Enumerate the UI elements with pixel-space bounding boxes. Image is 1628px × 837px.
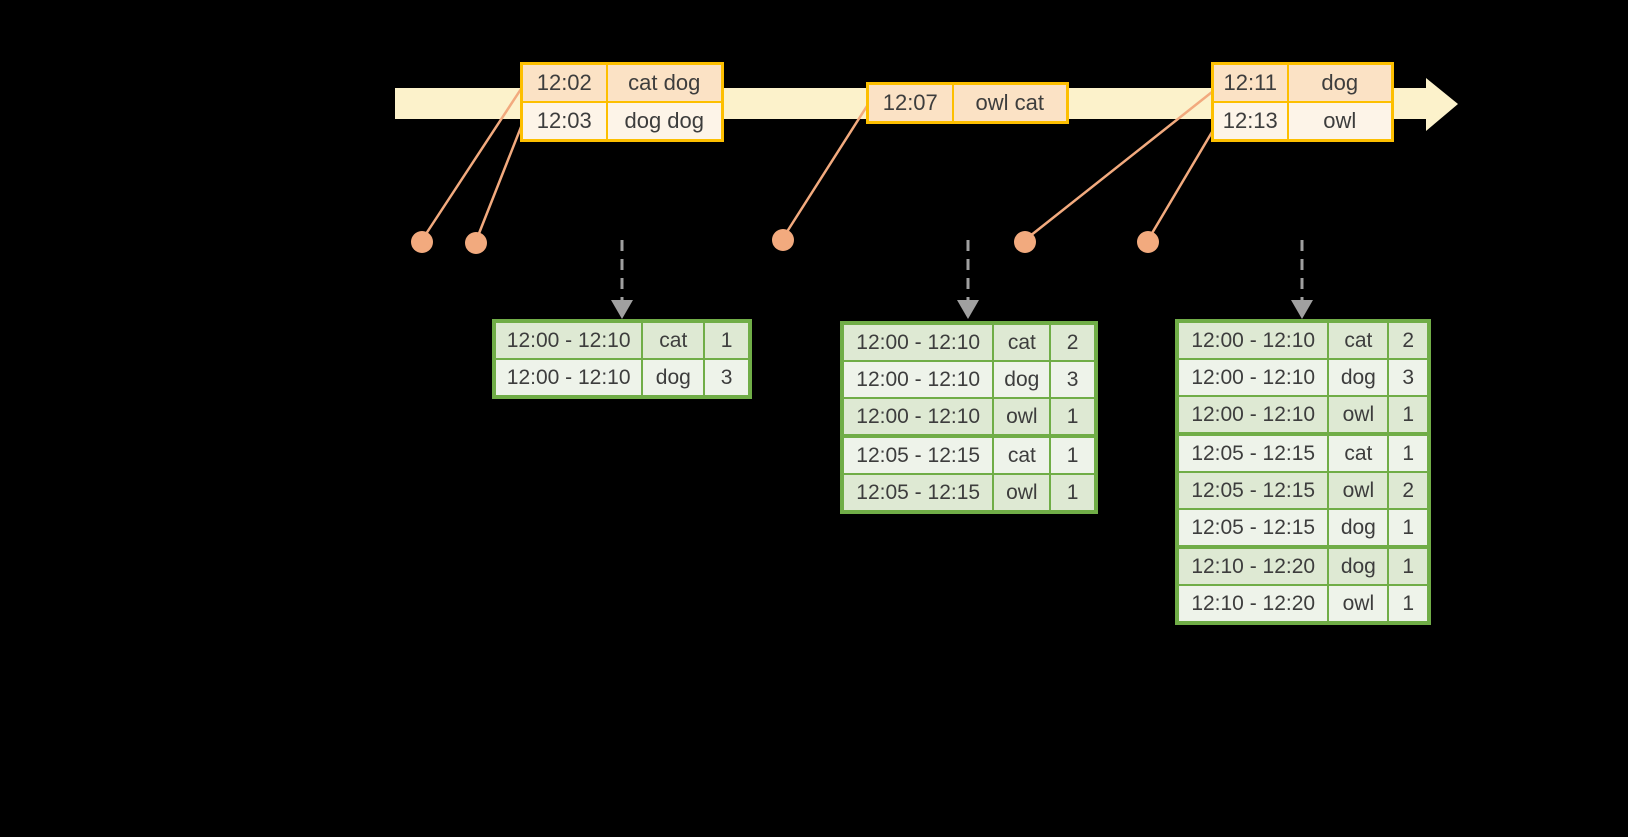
table-cell: cat xyxy=(992,322,1052,362)
table-cell: cat xyxy=(1327,432,1390,473)
table-cell: owl xyxy=(1286,101,1394,142)
event-leader-line xyxy=(420,87,523,242)
trigger-arrowhead-icon xyxy=(611,300,633,319)
event-time-marker-dot xyxy=(411,231,433,253)
table-cell: 3 xyxy=(1387,358,1430,397)
table-cell: 12:05 - 12:15 xyxy=(1175,508,1330,548)
table-cell: 1 xyxy=(1387,432,1430,473)
table-cell: 3 xyxy=(1049,360,1097,399)
event-leader-line xyxy=(1146,125,1217,242)
table-cell: dog xyxy=(1327,508,1390,548)
table-cell: 1 xyxy=(1049,473,1097,513)
table-cell: 1 xyxy=(1387,395,1430,435)
table-cell: cat xyxy=(641,320,706,360)
event-leader-line xyxy=(474,120,525,243)
event-time-marker-dot xyxy=(1014,231,1036,253)
table-cell: 1 xyxy=(703,320,751,360)
table-cell: 12:13 xyxy=(1211,101,1289,142)
table-cell: 12:05 - 12:15 xyxy=(840,473,995,513)
table-cell: 1 xyxy=(1049,434,1097,475)
table-cell: cat dog xyxy=(605,62,724,103)
table-cell: dog xyxy=(992,360,1052,399)
table-cell: 2 xyxy=(1049,322,1097,362)
table-cell: 1 xyxy=(1387,508,1430,548)
table-cell: 12:00 - 12:10 xyxy=(1175,358,1330,397)
table-cell: dog dog xyxy=(605,101,724,142)
event-time-marker-dot xyxy=(1137,231,1159,253)
trigger-arrowhead-icon xyxy=(957,300,979,319)
table-cell: 1 xyxy=(1049,397,1097,437)
table-cell: owl xyxy=(1327,471,1390,510)
table-cell: 12:10 - 12:20 xyxy=(1175,545,1330,586)
event-time-marker-dot xyxy=(465,232,487,254)
table-cell: 12:11 xyxy=(1211,62,1289,103)
table-cell: owl xyxy=(992,397,1052,437)
table-cell: 12:05 - 12:15 xyxy=(1175,432,1330,473)
table-cell: 2 xyxy=(1387,471,1430,510)
table-cell: 12:02 xyxy=(520,62,608,103)
trigger-arrowhead-icon xyxy=(1291,300,1313,319)
event-leader-line xyxy=(781,104,869,240)
event-leader-line xyxy=(1023,90,1214,242)
table-cell: 1 xyxy=(1387,545,1430,586)
table-cell: owl xyxy=(1327,395,1390,435)
table-cell: 12:00 - 12:10 xyxy=(840,360,995,399)
table-cell: dog xyxy=(641,358,706,398)
table-cell: cat xyxy=(1327,320,1390,360)
table-cell: owl xyxy=(1327,584,1390,624)
table-cell: 12:00 - 12:10 xyxy=(492,358,644,398)
table-cell: 12:05 - 12:15 xyxy=(1175,471,1330,510)
table-cell: cat xyxy=(992,434,1052,475)
table-cell: 12:00 - 12:10 xyxy=(1175,395,1330,435)
table-cell: 12:07 xyxy=(866,82,954,124)
table-cell: 12:03 xyxy=(520,101,608,142)
table-cell: 12:10 - 12:20 xyxy=(1175,584,1330,624)
table-cell: owl xyxy=(992,473,1052,513)
table-cell: owl cat xyxy=(951,82,1069,124)
table-cell: dog xyxy=(1327,358,1390,397)
table-cell: 12:00 - 12:10 xyxy=(1175,320,1330,360)
timeline-arrowhead xyxy=(1426,78,1458,131)
table-cell: 12:00 - 12:10 xyxy=(840,397,995,437)
table-cell: dog xyxy=(1327,545,1390,586)
event-time-marker-dot xyxy=(772,229,794,251)
table-cell: 12:05 - 12:15 xyxy=(840,434,995,475)
table-cell: 2 xyxy=(1387,320,1430,360)
table-cell: 12:00 - 12:10 xyxy=(840,322,995,362)
table-cell: dog xyxy=(1286,62,1394,103)
table-cell: 12:00 - 12:10 xyxy=(492,320,644,360)
table-cell: 1 xyxy=(1387,584,1430,624)
table-cell: 3 xyxy=(703,358,751,398)
